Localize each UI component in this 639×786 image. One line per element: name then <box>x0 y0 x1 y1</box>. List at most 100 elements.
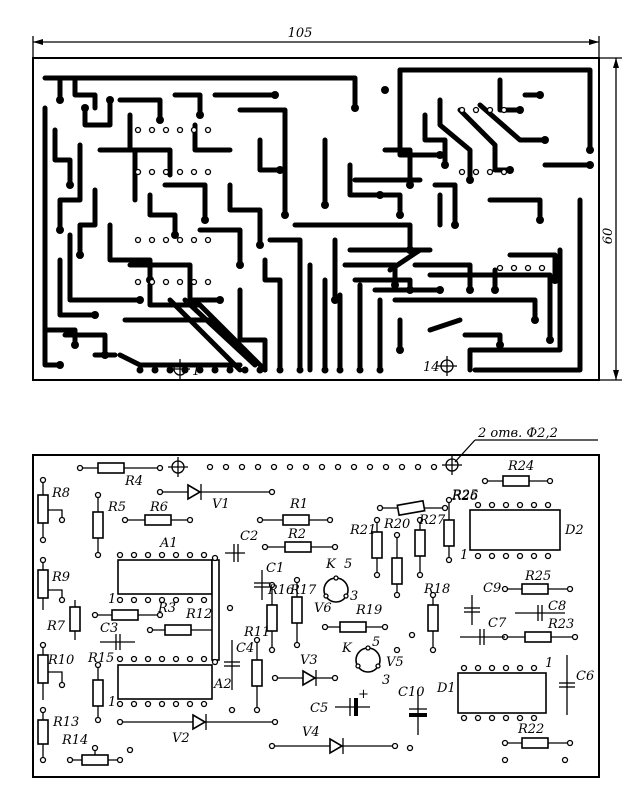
misc-pads-bottom <box>126 604 569 764</box>
jumper-wire <box>211 554 220 666</box>
r20-label: R20 <box>383 517 410 532</box>
c5-label: C5 <box>310 701 328 716</box>
solder-pads-top <box>56 86 594 369</box>
trimmer-r10: R10 <box>37 641 74 700</box>
r5-label: R5 <box>107 500 126 515</box>
width-dimension: 105 <box>32 26 600 64</box>
r1-label: R1 <box>289 497 308 512</box>
diode-v2: V2 <box>116 713 279 746</box>
mounting-hole-left-top: 1 <box>170 359 200 379</box>
r9-label: R9 <box>51 570 70 585</box>
resistor-r18: R18 <box>423 582 450 654</box>
resistor-r4: R4 <box>76 462 164 489</box>
transistor-v5: K 5 3 V5 <box>341 635 404 688</box>
c1-label: C1 <box>266 561 284 576</box>
resistor-r26: R26 <box>376 489 478 517</box>
trimmer-r9: R9 <box>37 556 70 610</box>
diode-v3: V3 <box>271 653 339 687</box>
r25-vertical-label: R25 <box>451 488 478 503</box>
resistor-r15: R15 <box>87 651 114 724</box>
v6-k: K <box>325 557 337 572</box>
r6-label: R6 <box>149 500 168 515</box>
r25-label: R25 <box>524 569 551 584</box>
resistor-r1: R1 <box>256 497 334 526</box>
capacitor-c10: C10 <box>398 685 427 735</box>
v5-label: V5 <box>386 655 404 670</box>
r14-label: R14 <box>61 733 88 748</box>
capacitor-c3: C3 <box>100 621 135 650</box>
v5-3: 3 <box>382 673 390 688</box>
capacitor-c8: C8 <box>515 599 566 621</box>
r23-label: R23 <box>547 617 574 632</box>
connector-holes-bottom <box>206 463 438 471</box>
v5-5: 5 <box>372 635 380 650</box>
c8-label: C8 <box>548 599 566 614</box>
capacitor-c7: C7 <box>460 616 507 645</box>
v6-5: 5 <box>344 557 352 572</box>
r2-label: R2 <box>287 527 306 542</box>
resistor-r24: R24 <box>481 459 554 487</box>
diode-v4: V4 <box>268 725 399 755</box>
resistor-r17: R17 <box>289 576 317 649</box>
trimmer-r14: R14 <box>61 733 124 766</box>
height-dimension-value: 60 <box>601 228 616 245</box>
resistor-r23: R23 <box>501 617 579 643</box>
c6-label: C6 <box>576 669 594 684</box>
v6-3: 3 <box>350 589 358 604</box>
r15-label: R15 <box>87 651 114 666</box>
mount-label-right: 14 <box>423 360 440 375</box>
mounting-hole-right-top: 14 <box>423 356 457 376</box>
d2-label: D2 <box>564 523 584 538</box>
r21-label: R21 <box>349 523 376 538</box>
resistor-r19: R19 <box>321 603 389 633</box>
v2-label: V2 <box>172 731 190 746</box>
resistor-r6: R6 <box>121 500 194 526</box>
holes-callout: 2 отв. Ф2,2 <box>454 426 598 463</box>
capacitor-c5: C5 + <box>310 687 370 716</box>
trimmer-r8: R8 <box>37 476 70 544</box>
c10-label: C10 <box>398 685 425 700</box>
r7-label: R7 <box>46 619 66 634</box>
r24-label: R24 <box>507 459 534 474</box>
chip-a2: A2 1 <box>108 655 232 710</box>
r17-label: R17 <box>289 583 317 598</box>
resistor-r7: R7 <box>46 600 81 640</box>
mounting-hole-left-bottom <box>168 457 188 477</box>
holes-note: 2 отв. Ф2,2 <box>477 426 558 441</box>
transistor-v6: K 5 3 V6 <box>314 557 358 616</box>
resistor-r16: R16 <box>266 581 294 654</box>
resistor-r25-vertical: R25 <box>443 488 478 564</box>
resistor-r20: R20 <box>383 517 410 599</box>
diode-v1: V1 <box>156 483 276 512</box>
c7-label: C7 <box>488 616 507 631</box>
v1-label: V1 <box>212 497 230 512</box>
c9-label: C9 <box>483 581 501 596</box>
r3-label: R3 <box>157 601 176 616</box>
r16-label: R16 <box>267 583 294 598</box>
a1-label: A1 <box>159 536 178 551</box>
c3-label: C3 <box>100 621 118 636</box>
chip-d2: D2 1 <box>460 501 584 563</box>
d2-pin1: 1 <box>460 548 468 563</box>
resistor-r25: R25 <box>501 569 574 595</box>
r18-label: R18 <box>423 582 450 597</box>
mount-label-left: 1 <box>192 364 200 379</box>
a1-pin1: 1 <box>108 592 116 607</box>
board-outline-top <box>32 57 600 381</box>
r11-label: R11 <box>243 625 270 640</box>
resistor-r22: R22 <box>501 722 574 749</box>
capacitor-c4: C4 <box>224 640 254 690</box>
c4-label: C4 <box>236 641 254 656</box>
capacitor-c1: C1 <box>254 561 284 600</box>
width-dimension-value: 105 <box>288 26 313 41</box>
d1-label: D1 <box>436 681 456 696</box>
r27-label: R27 <box>418 513 446 528</box>
r22-label: R22 <box>517 722 544 737</box>
d1-pin1: 1 <box>545 656 553 671</box>
height-dimension: 60 <box>596 57 622 381</box>
connector-pads-top <box>136 366 384 374</box>
a2-label: A2 <box>213 677 232 692</box>
c5-plus: + <box>358 687 369 702</box>
v3-label: V3 <box>300 653 318 668</box>
